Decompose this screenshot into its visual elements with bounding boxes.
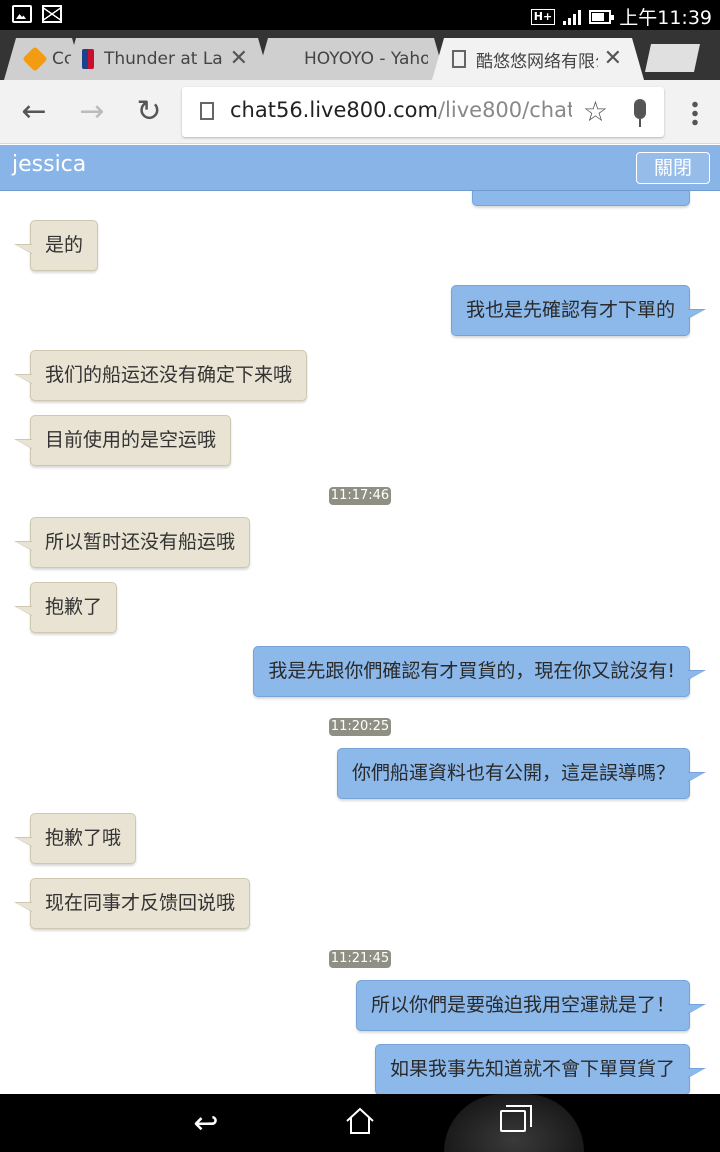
tab-2[interactable]: HOYOYO - Yahoo bbox=[256, 38, 446, 80]
microphone-icon[interactable] bbox=[634, 99, 646, 127]
message-out bbox=[472, 191, 690, 206]
browser-toolbar: ← → ↻ chat56.live800.com/live800/chatCl … bbox=[0, 80, 720, 144]
message-in: 现在同事才反馈回说哦 bbox=[13, 878, 251, 929]
battery-icon bbox=[589, 9, 615, 24]
message-out: 我是先跟你們確認有才買貨的，現在你又說沒有! bbox=[253, 646, 706, 697]
status-bar: H+ 上午11:39 bbox=[0, 0, 720, 30]
message-in: 抱歉了 bbox=[13, 582, 118, 633]
page-info-icon[interactable] bbox=[200, 102, 214, 120]
tab-1[interactable]: Thunder at Lake ✕ bbox=[64, 38, 270, 80]
message-out: 我也是先確認有才下單的 bbox=[450, 285, 707, 336]
message-in: 所以暂时还没有船运哦 bbox=[13, 517, 251, 568]
message-in: 是的 bbox=[13, 220, 99, 271]
chat-header: jessica 關閉 bbox=[0, 145, 720, 191]
bookmark-star-icon[interactable]: ☆ bbox=[582, 95, 608, 128]
timestamp: 11:21:45 bbox=[329, 950, 391, 968]
nba-icon bbox=[82, 49, 94, 69]
back-arrow-icon[interactable]: ← bbox=[21, 94, 47, 129]
address-bar[interactable]: chat56.live800.com/live800/chatCl ☆ bbox=[182, 87, 664, 137]
timestamp: 11:20:25 bbox=[329, 718, 391, 736]
clock: 上午11:39 bbox=[619, 7, 712, 29]
mail-notification-icon bbox=[42, 5, 62, 23]
close-tab-icon[interactable]: ✕ bbox=[603, 46, 622, 71]
signal-icon bbox=[563, 9, 582, 25]
tab-strip: Cc Thunder at Lake ✕ HOYOYO - Yahoo 酷悠悠网… bbox=[0, 30, 720, 80]
chat-log[interactable]: 是的 我也是先確認有才下單的 我们的船运还没有确定下来哦 目前使用的是空运哦 1… bbox=[0, 191, 720, 1094]
message-in: 我们的船运还没有确定下来哦 bbox=[13, 350, 308, 401]
new-tab-button[interactable] bbox=[645, 44, 700, 72]
message-out: 如果我事先知道就不會下單買貨了 bbox=[374, 1044, 707, 1094]
system-nav-bar: ↩ bbox=[0, 1094, 720, 1152]
back-icon[interactable]: ↩ bbox=[193, 1106, 219, 1141]
close-tab-icon[interactable]: ✕ bbox=[229, 46, 248, 71]
reload-icon[interactable]: ↻ bbox=[136, 94, 162, 129]
network-type: H+ bbox=[530, 8, 556, 25]
document-icon bbox=[452, 50, 466, 68]
close-chat-button[interactable]: 關閉 bbox=[636, 152, 710, 184]
home-icon[interactable] bbox=[345, 1106, 375, 1136]
gallery-notification-icon bbox=[12, 5, 32, 23]
message-in: 目前使用的是空运哦 bbox=[13, 415, 232, 466]
forward-arrow-icon[interactable]: → bbox=[79, 94, 105, 129]
overflow-menu-icon[interactable] bbox=[692, 100, 698, 126]
tab-3[interactable]: 酷悠悠网络有限公 ✕ bbox=[432, 38, 644, 80]
url-text[interactable]: chat56.live800.com/live800/chatCl bbox=[230, 98, 572, 122]
recent-apps-icon[interactable] bbox=[500, 1105, 532, 1132]
message-in: 抱歉了哦 bbox=[13, 813, 137, 864]
orange-diamond-icon bbox=[22, 46, 47, 71]
message-out: 所以你們是要強迫我用空運就是了！ bbox=[355, 980, 707, 1031]
agent-name: jessica bbox=[12, 152, 87, 177]
message-out: 你們船運資料也有公開，這是誤導嗎？ bbox=[336, 748, 707, 799]
timestamp: 11:17:46 bbox=[329, 487, 391, 505]
